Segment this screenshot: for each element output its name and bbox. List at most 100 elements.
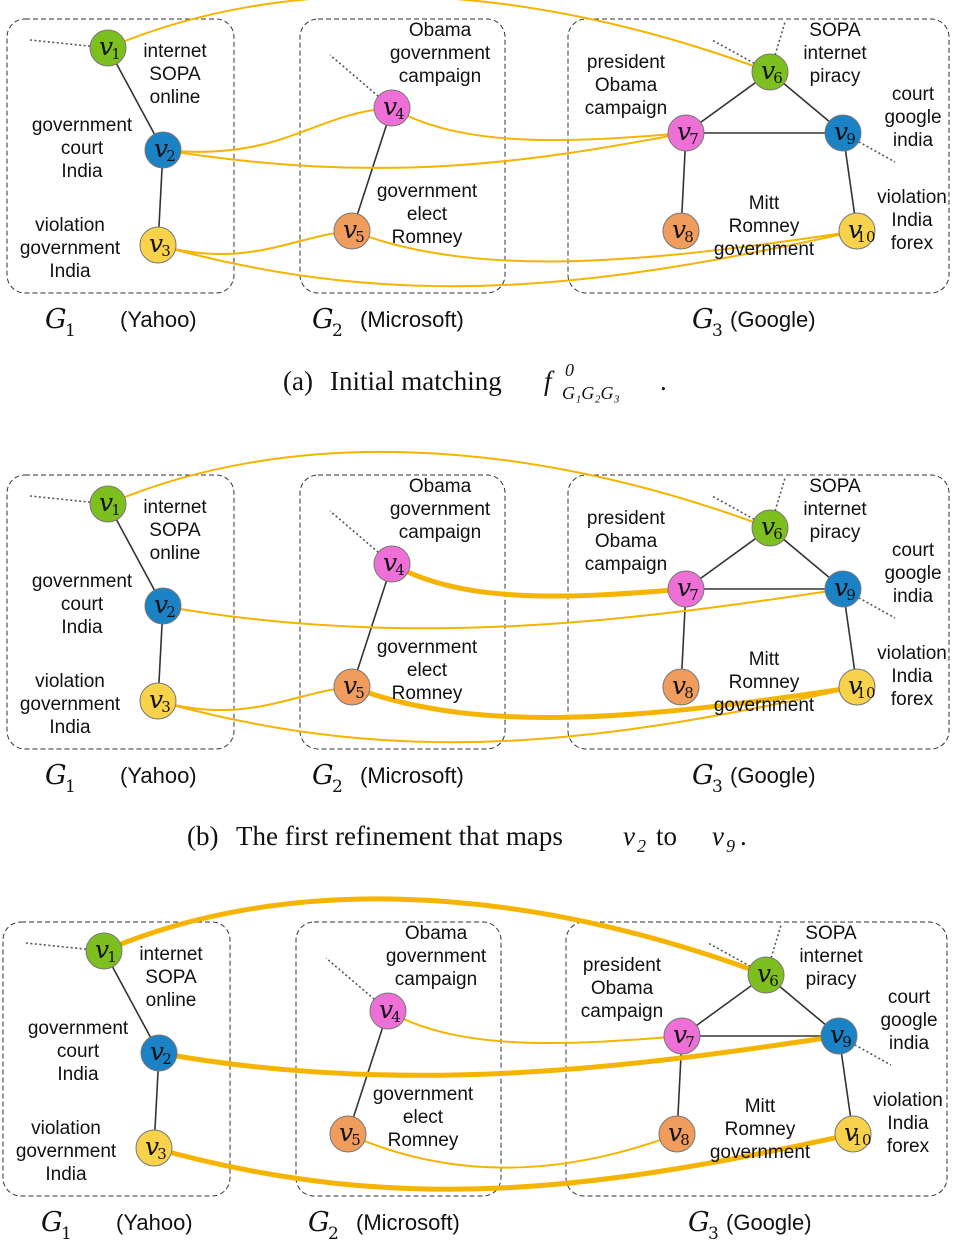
node-v1 (89, 29, 127, 67)
keyword-v4-1: government (386, 946, 487, 967)
node-sub-v2: 2 (166, 147, 176, 165)
keyword-v5-2: Romney (392, 227, 463, 248)
keyword-v9-2: india (889, 1033, 930, 1054)
node-v2 (140, 1034, 178, 1072)
match-v4-v7 (390, 561, 687, 599)
node-v4 (373, 545, 411, 583)
keyword-v8-2: government (714, 239, 815, 260)
edge-v1-v2 (107, 47, 164, 151)
keyword-v10-0: violation (873, 1090, 943, 1111)
node-label-v9: v (834, 117, 848, 146)
keyword-v5-2: Romney (388, 1130, 459, 1151)
external-edge-v6-0 (711, 495, 771, 529)
graph-sub-g3: 3 (708, 1224, 719, 1244)
keyword-v1-0: internet (143, 497, 207, 518)
keyword-v6-2: piracy (810, 522, 861, 543)
keyword-v9-2: india (893, 586, 934, 607)
caption-b-end: . (740, 821, 747, 851)
keyword-v5-2: Romney (392, 683, 463, 704)
keyword-v7-1: Obama (595, 75, 658, 96)
keyword-v8-2: government (714, 695, 815, 716)
keyword-v7-2: campaign (585, 554, 667, 575)
node-sub-v4: 4 (395, 105, 405, 123)
keyword-v8-2: government (710, 1142, 811, 1163)
node-v9 (824, 570, 862, 608)
node-v8 (658, 1115, 696, 1153)
node-label-v1: v (95, 935, 109, 964)
node-v6 (751, 509, 789, 547)
keyword-v3-2: India (49, 717, 91, 738)
node-sub-v5: 5 (355, 684, 365, 702)
caption-b-text: The first refinement that maps (236, 821, 563, 851)
keyword-v7-2: campaign (585, 98, 667, 119)
keyword-v2-2: India (57, 1064, 99, 1085)
node-v4 (369, 992, 407, 1030)
match-v1-v6 (107, 0, 771, 73)
match-v5-v10 (351, 230, 858, 263)
node-v2 (144, 131, 182, 169)
keyword-v2-1: court (61, 138, 104, 159)
node-label-v5: v (339, 1118, 353, 1147)
keyword-v6-0: SOPA (805, 923, 857, 944)
node-sub-v3: 3 (161, 242, 171, 260)
keyword-v8-1: Romney (729, 216, 800, 237)
keyword-v2-0: government (28, 1018, 129, 1039)
node-label-v4: v (379, 995, 393, 1024)
keyword-v6-0: SOPA (809, 20, 861, 41)
graph-box-g2 (299, 18, 506, 294)
graph-sub-g1: 1 (61, 1224, 72, 1244)
node-label-v6: v (761, 512, 775, 541)
node-sub-v7: 7 (689, 130, 699, 148)
keyword-v2-0: government (32, 571, 133, 592)
match-v4-v7 (387, 1010, 683, 1045)
keyword-v9-0: court (888, 987, 931, 1008)
keyword-v9-0: court (892, 84, 935, 105)
keyword-v8-0: Mitt (749, 649, 780, 670)
node-sub-v6: 6 (773, 69, 783, 87)
keyword-v3-2: India (49, 261, 91, 282)
keyword-v9-1: google (884, 107, 941, 128)
node-label-v8: v (668, 1118, 682, 1147)
keyword-v7-0: president (587, 508, 666, 529)
graph-name-g1: G (45, 304, 67, 335)
node-label-v6: v (761, 56, 775, 85)
caption-a-math: f (544, 366, 555, 396)
match-v3-v10 (157, 686, 858, 744)
keyword-v4-0: Obama (405, 923, 468, 944)
node-label-v7: v (677, 117, 691, 146)
caption-b-prefix: (b) (187, 821, 218, 851)
caption-b-va-sub: 2 (637, 836, 646, 856)
keyword-v8-0: Mitt (749, 193, 780, 214)
graph-box-g1 (6, 18, 235, 294)
match-v1-v6 (107, 451, 771, 529)
keyword-v6-1: internet (803, 499, 867, 520)
keyword-v10-1: India (891, 210, 933, 231)
node-v2 (144, 587, 182, 625)
graph-company-g3: (Google) (730, 763, 816, 788)
caption-a-end: . (660, 366, 667, 396)
caption-b-vb-sub: 9 (726, 836, 735, 856)
graph-company-g1: (Yahoo) (120, 307, 197, 332)
keyword-v10-2: forex (887, 1136, 930, 1157)
node-label-v8: v (672, 215, 686, 244)
node-sub-v6: 6 (769, 972, 779, 990)
graph-sub-g3: 3 (712, 321, 723, 341)
keyword-v3-0: violation (35, 215, 105, 236)
match-v2-v9 (158, 1033, 840, 1078)
graph-name-g2: G (312, 760, 334, 791)
keyword-v3-2: India (45, 1164, 87, 1185)
graph-company-g3: (Google) (730, 307, 816, 332)
keyword-v10-2: forex (891, 233, 934, 254)
node-v9 (824, 114, 862, 152)
keyword-v6-1: internet (799, 946, 863, 967)
graph-name-g1: G (41, 1207, 63, 1238)
